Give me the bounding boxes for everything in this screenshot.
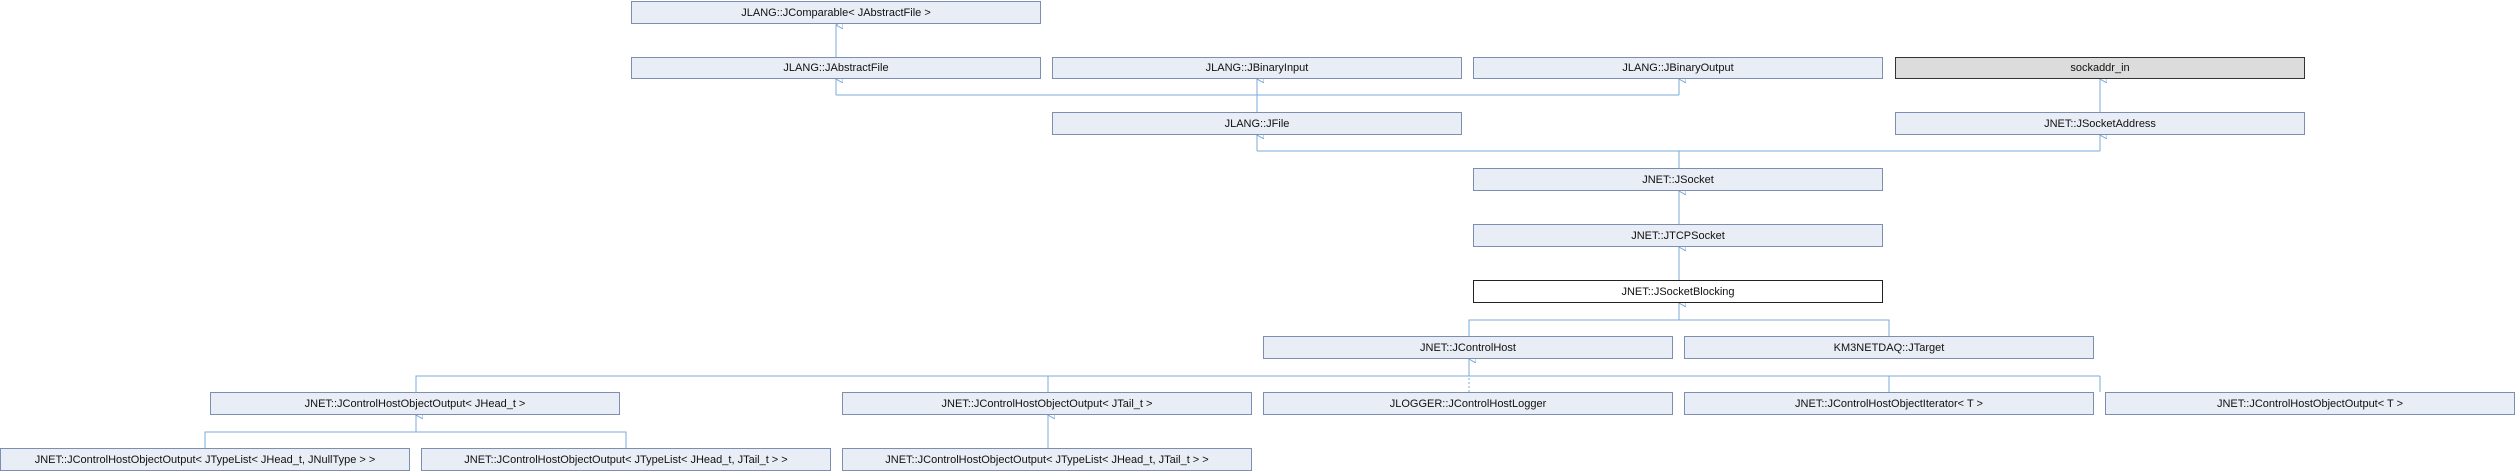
class-node-jabstractfile[interactable]: JLANG::JAbstractFile [631, 57, 1041, 79]
edge-head-derived [204, 431, 627, 448]
class-node-jsocket[interactable]: JNET::JSocket [1473, 168, 1883, 191]
class-node-sockaddr-in: sockaddr_in [1895, 57, 2305, 79]
class-node-hostobjectoutput-typelist-head-tail[interactable]: JNET::JControlHostObjectOutput< JTypeLis… [421, 448, 831, 471]
class-node-hostobjectoutput-head[interactable]: JNET::JControlHostObjectOutput< JHead_t … [210, 392, 620, 415]
class-node-hostobjectiterator[interactable]: JNET::JControlHostObjectIterator< T > [1684, 392, 2094, 415]
class-node-hostobjectoutput-tail[interactable]: JNET::JControlHostObjectOutput< JTail_t … [842, 392, 1252, 415]
class-node-jcontrolhostlogger[interactable]: JLOGGER::JControlHostLogger [1263, 392, 1673, 415]
class-node-jtcpsocket[interactable]: JNET::JTCPSocket [1473, 224, 1883, 247]
class-node-jbinaryoutput[interactable]: JLANG::JBinaryOutput [1473, 57, 1883, 79]
class-node-jtarget[interactable]: KM3NETDAQ::JTarget [1684, 336, 2094, 359]
class-node-jsocketblocking: JNET::JSocketBlocking [1473, 280, 1883, 303]
class-node-hostobjectoutput-typelist-head-tail-2[interactable]: JNET::JControlHostObjectOutput< JTypeLis… [842, 448, 1252, 471]
class-node-jfile[interactable]: JLANG::JFile [1052, 112, 1462, 135]
edge-host-target-blocking [1468, 319, 1890, 336]
class-node-jbinaryinput[interactable]: JLANG::JBinaryInput [1052, 57, 1462, 79]
class-node-hostobjectoutput-typelist-nulltype[interactable]: JNET::JControlHostObjectOutput< JTypeLis… [0, 448, 410, 471]
edge-host-derived [415, 375, 2100, 392]
class-node-jcomparable[interactable]: JLANG::JComparable< JAbstractFile > [631, 1, 1041, 24]
class-node-jsocketaddress[interactable]: JNET::JSocketAddress [1895, 112, 2305, 135]
class-node-hostobjectoutput-t[interactable]: JNET::JControlHostObjectOutput< T > [2105, 392, 2515, 415]
class-node-jcontrolhost[interactable]: JNET::JControlHost [1263, 336, 1673, 359]
